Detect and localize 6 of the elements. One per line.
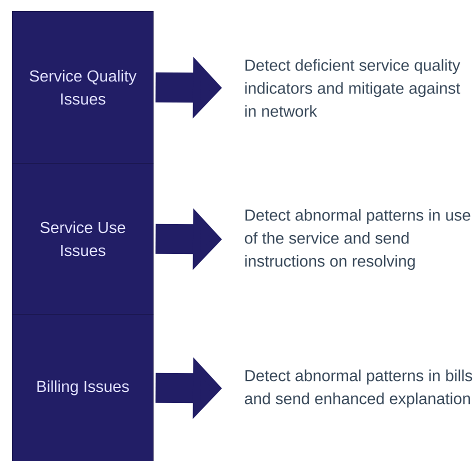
category-box: Billing Issues bbox=[12, 314, 154, 461]
category-box: Service Quality Issues bbox=[12, 11, 154, 164]
description-text: Detect deficient service quality indicators and mitigate against in network bbox=[245, 59, 460, 117]
description-text: Detect abnormal patterns in use of the service and send instructions on resolving bbox=[244, 209, 470, 270]
description-text: Detect abnormal patterns in bills and send enhanced explanation bbox=[244, 370, 472, 408]
category-box: Service Use Issues bbox=[12, 163, 154, 315]
